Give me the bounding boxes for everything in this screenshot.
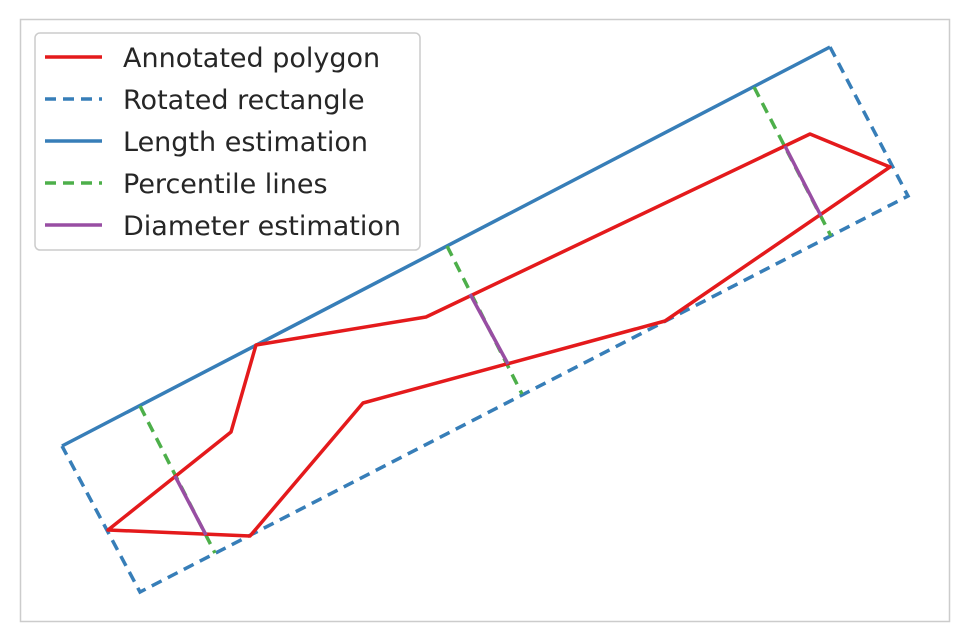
diameter-line-2 [468,293,510,365]
diameter-line-1 [173,475,208,536]
legend-label-diameter-estimation: Diameter estimation [123,211,401,242]
diameter-line-3 [783,145,823,217]
rotated-rectangle [60,46,911,595]
legend-box [34,32,421,251]
legend-label-length-estimation: Length estimation [123,127,368,158]
annotated-polygon [106,132,892,538]
legend-label-annotated-polygon: Annotated polygon [123,43,380,74]
legend-label-rotated-rectangle: Rotated rectangle [123,85,365,116]
legend-label-percentile-lines: Percentile lines [123,169,328,200]
percentile-line-3 [752,86,833,237]
length-estimation-line [61,45,831,448]
legend: Annotated polygon Rotated rectangle Leng… [34,32,421,251]
